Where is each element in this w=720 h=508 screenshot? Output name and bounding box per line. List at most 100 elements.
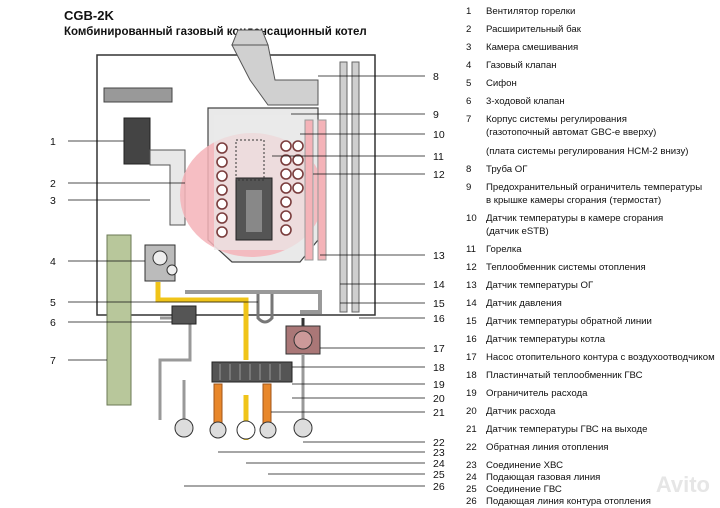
three-way-valve [171, 305, 197, 325]
legend-text: Соединение ХВС [486, 460, 564, 471]
page-subtitle: Комбинированный газовый конденсационный … [64, 26, 367, 38]
legend-number: 8 [466, 164, 472, 175]
callout-19: 19 [433, 379, 445, 391]
legend-text: Датчик расхода [486, 406, 556, 417]
legend-number: 19 [466, 388, 477, 399]
callout-21: 21 [433, 407, 445, 419]
legend-text: Насос отопительного контура с воздухоотв… [486, 352, 715, 363]
callout-22: 22 [433, 437, 445, 449]
legend-text: Теплообменник системы отопления [486, 262, 646, 273]
legend-number: 1 [466, 6, 472, 17]
legend-number: 11 [466, 244, 476, 255]
legend-text: Ограничитель расхода [486, 388, 588, 399]
callout-10: 10 [433, 129, 445, 141]
legend-text: в крышке камеры сгорания (термостат) [486, 195, 662, 206]
control-housing [106, 234, 132, 406]
legend-number: 22 [466, 442, 477, 453]
mixing-chamber [149, 149, 186, 226]
legend-text: Предохранительный ограничитель температу… [486, 182, 703, 193]
legend-number: 15 [466, 316, 477, 327]
callout-24: 24 [433, 458, 445, 470]
heat-exchanger-coils-right [280, 140, 304, 236]
callout-4: 4 [50, 256, 56, 268]
legend-text: Подающая линия контура отопления [486, 496, 651, 507]
callout-17: 17 [433, 343, 445, 355]
legend-text: Датчик температуры в камере сгорания [486, 213, 664, 224]
pink-pipe-2 [317, 119, 327, 261]
legend-text: Горелка [486, 244, 522, 255]
legend-text: (датчик eSTB) [486, 226, 549, 237]
callout-20: 20 [433, 393, 445, 405]
legend-number: 5 [466, 78, 472, 89]
legend-text: Подающая газовая линия [486, 472, 601, 483]
legend-text: Корпус системы регулирования [486, 114, 627, 125]
connection-left [174, 418, 194, 438]
legend-text: Датчик температуры обратной линии [486, 316, 652, 327]
connection-gas [236, 420, 256, 440]
legend-number: 3 [466, 42, 472, 53]
legend-number: 13 [466, 280, 477, 291]
callout-11: 11 [433, 151, 444, 163]
callout-23: 23 [433, 447, 445, 459]
legend-number: 9 [466, 182, 472, 193]
legend-text: Труба ОГ [486, 164, 528, 175]
legend-number: 21 [466, 424, 477, 435]
callout-26: 26 [433, 481, 445, 493]
connection-hot-water [259, 421, 277, 439]
gas-line [155, 282, 249, 360]
burner-fan [123, 117, 151, 165]
callout-3: 3 [50, 195, 56, 207]
callout-13: 13 [433, 250, 445, 262]
callout-12: 12 [433, 169, 445, 181]
legend-number: 18 [466, 370, 477, 381]
plate-heat-exchanger [211, 361, 293, 383]
legend-text: Расширительный бак [486, 24, 581, 35]
legend-number: 23 [466, 460, 477, 471]
watermark-logo: Avito [655, 472, 710, 497]
callout-16: 16 [433, 313, 445, 325]
legend-text: (плата системы регулирования HCM-2 внизу… [486, 146, 689, 157]
boiler-housing [96, 54, 376, 316]
legend-text: Газовый клапан [486, 60, 557, 71]
connection-cold-water [209, 421, 227, 439]
legend-number: 24 [466, 472, 477, 483]
legend-text: Датчик давления [486, 298, 562, 309]
legend-number: 17 [466, 352, 477, 363]
callout-6: 6 [50, 317, 56, 329]
siphon [256, 290, 274, 324]
connection-heating-return [293, 418, 313, 438]
legend-text: Датчик температуры ГВС на выходе [486, 424, 648, 435]
page-title: CGB-2K [64, 8, 114, 23]
legend-number: 26 [466, 496, 477, 507]
callout-8: 8 [433, 71, 439, 83]
legend-text: (газотопочный автомат GBC-e вверху) [486, 127, 657, 138]
callout-1: 1 [50, 136, 56, 148]
legend-number: 25 [466, 484, 477, 495]
callout-25: 25 [433, 469, 445, 481]
callout-18: 18 [433, 362, 445, 374]
callout-9: 9 [433, 109, 439, 121]
callout-15: 15 [433, 298, 445, 310]
legend-number: 6 [466, 96, 472, 107]
legend-number: 12 [466, 262, 477, 273]
legend-text: Камера смешивания [486, 42, 579, 53]
legend-number: 2 [466, 24, 472, 35]
legend-number: 16 [466, 334, 477, 345]
legend-text: Обратная линия отопления [486, 442, 609, 453]
callout-2: 2 [50, 178, 56, 190]
legend-text: Пластинчатый теплообменник ГВС [486, 370, 643, 381]
legend-text: Вентилятор горелки [486, 6, 576, 17]
legend-number: 7 [466, 114, 472, 125]
legend-text: Датчик температуры котла [486, 334, 606, 345]
top-duct [103, 87, 173, 103]
legend-number: 4 [466, 60, 472, 71]
legend-number: 14 [466, 298, 477, 309]
legend-text: Сифон [486, 78, 517, 89]
legend-text: Датчик температуры ОГ [486, 280, 594, 291]
legend-text: Соединение ГВС [486, 484, 562, 495]
exhaust-pipe [231, 44, 319, 106]
heat-exchanger-coils-left [216, 142, 228, 238]
legend-text: 3-ходовой клапан [486, 96, 565, 107]
callout-7: 7 [50, 355, 56, 367]
